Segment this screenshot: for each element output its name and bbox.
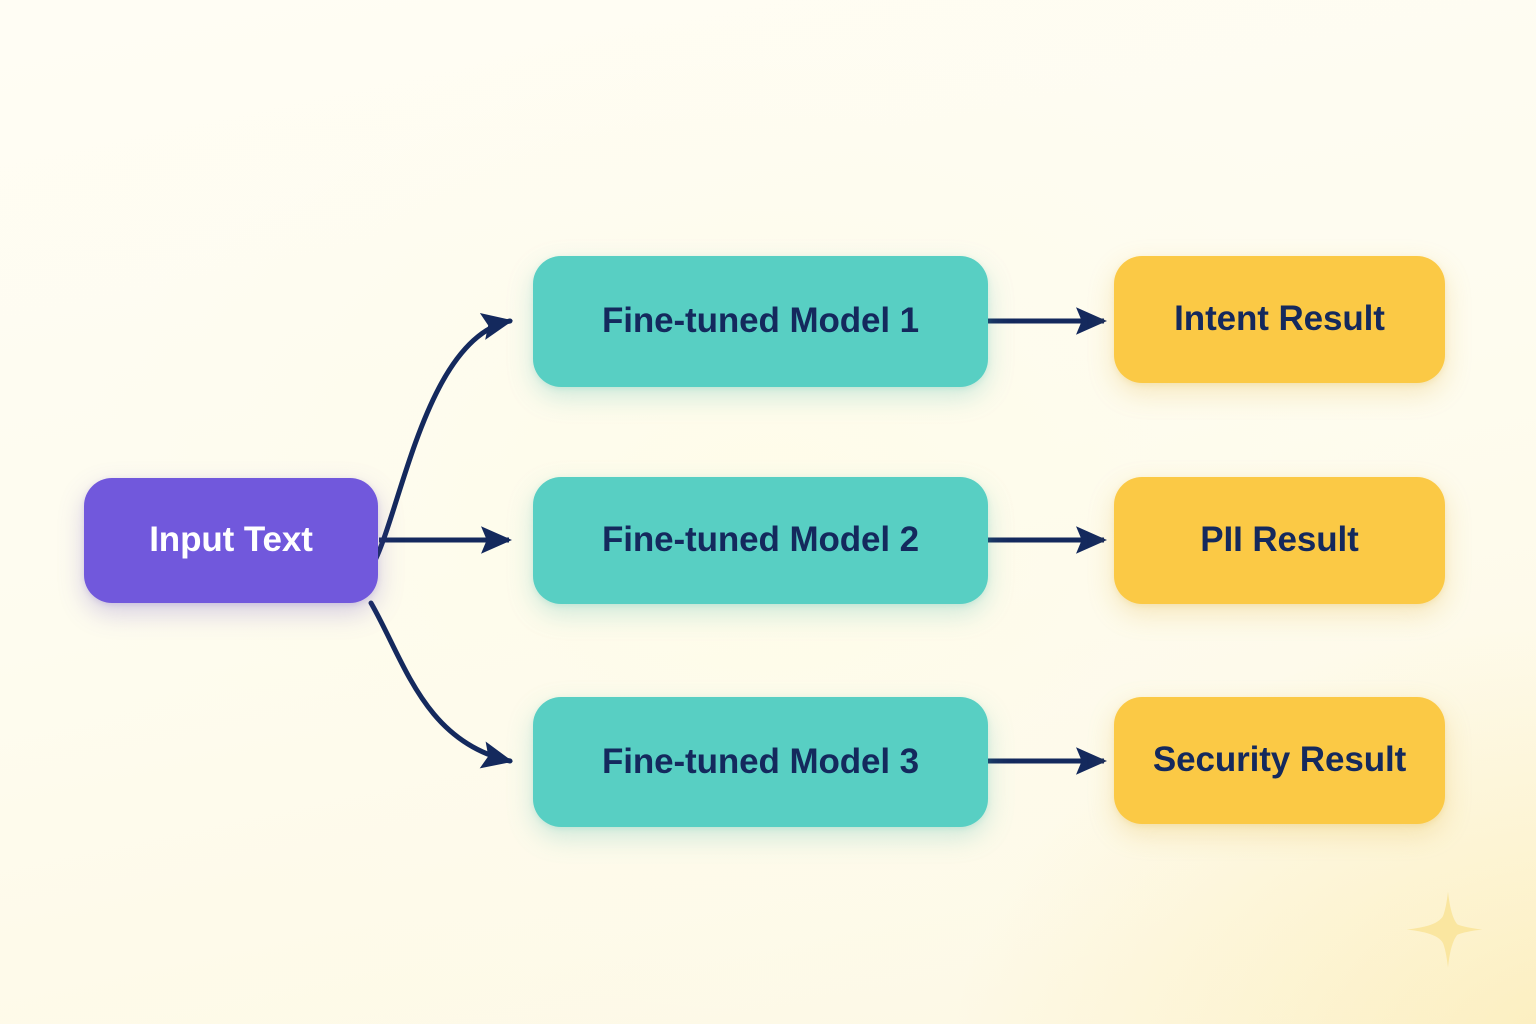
- node-fine-tuned-model-2-label: Fine-tuned Model 2: [601, 520, 920, 560]
- node-fine-tuned-model-1-label: Fine-tuned Model 1: [601, 301, 920, 341]
- node-fine-tuned-model-2[interactable]: Fine-tuned Model 2: [533, 477, 988, 604]
- node-intent-result-label: Intent Result: [1174, 299, 1385, 339]
- node-fine-tuned-model-3-label: Fine-tuned Model 3: [601, 741, 920, 781]
- node-fine-tuned-model-1[interactable]: Fine-tuned Model 1: [533, 256, 988, 387]
- edge-input-to-model-1: [368, 313, 513, 571]
- node-pii-result-label: PII Result: [1200, 520, 1359, 560]
- node-intent-result[interactable]: Intent Result: [1114, 256, 1445, 383]
- node-input-text[interactable]: Input Text: [84, 478, 378, 603]
- sparkle-icon: [1406, 891, 1483, 968]
- edge-input-to-model-3: [368, 600, 513, 769]
- node-pii-result[interactable]: PII Result: [1114, 477, 1445, 604]
- node-security-result[interactable]: Security Result: [1114, 697, 1445, 824]
- node-security-result-label: Security Result: [1152, 740, 1407, 780]
- node-input-text-label: Input Text: [149, 520, 313, 560]
- node-fine-tuned-model-3[interactable]: Fine-tuned Model 3: [533, 697, 988, 827]
